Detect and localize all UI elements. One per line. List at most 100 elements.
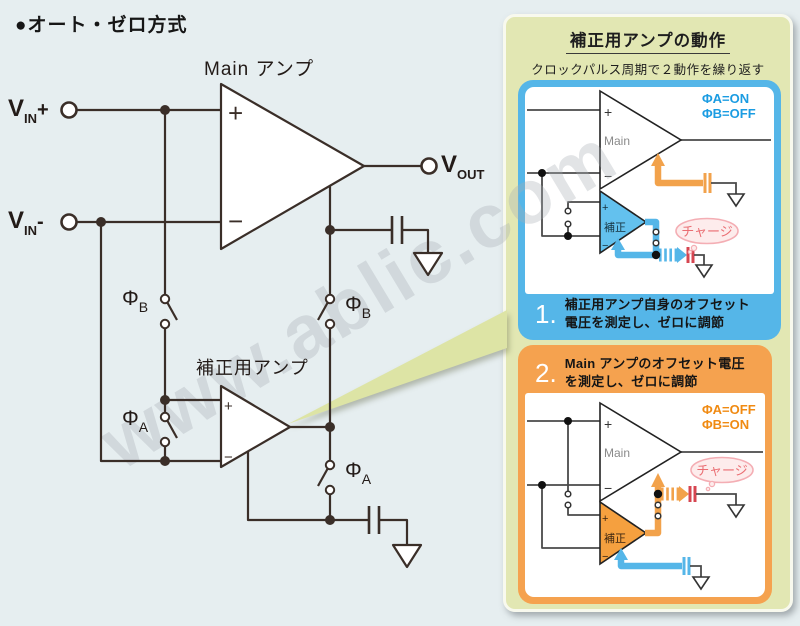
junction-vinp <box>160 105 170 115</box>
p1-orange-cap-ground-lead <box>711 182 737 194</box>
p1-corr-plus: + <box>602 202 608 214</box>
panel-title: 補正用アンプの動作 <box>565 27 731 54</box>
p1-blue-path <box>645 218 660 253</box>
p2-red-cap-ground-lead <box>696 493 737 505</box>
phi-a-right-label: ΦA <box>345 459 372 488</box>
p1-switch-a-bottom <box>564 220 572 228</box>
p2-corr-amp-triangle <box>599 500 648 566</box>
page-title: ●オート・ゼロ方式 <box>15 15 188 36</box>
p2-bubble-tail-1 <box>708 480 716 488</box>
p1-charge-label: チャージ <box>681 224 733 239</box>
p2-switch-fb-bottom <box>654 512 662 520</box>
phase2-caption: 2. Main アンプのオフセット電圧 を測定し、ゼロに調節 <box>525 352 765 393</box>
p2-orange-arrowhead-right <box>679 486 689 502</box>
phase1-circuit: チャージ + − Main + − 補正 ΦA=ON ΦB=OFF <box>527 89 771 279</box>
switch-phib-right-contact-bottom <box>324 318 336 330</box>
p2-wire-corr-plus <box>567 508 600 516</box>
phase2-diagram: チャージ + − Main + − 補正 ΦA=OFF ΦB=ON <box>525 393 765 597</box>
ground-symbol-1 <box>412 251 444 277</box>
main-amp-plus-mark: + <box>228 98 243 128</box>
main-amp-label: Main アンプ <box>204 59 315 80</box>
p1-corr-name: 補正 <box>604 221 626 234</box>
terminal-vin-plus <box>60 101 78 119</box>
p1-main-amp-triangle <box>599 89 683 191</box>
p2-junction-cap <box>653 489 663 499</box>
p1-blue-arrowhead-right <box>677 247 687 263</box>
main-circuit: + − + − <box>60 82 444 569</box>
p1-corr-minus: − <box>602 240 608 252</box>
switch-phib-left-contact-bottom <box>159 318 171 330</box>
junction-corr-out <box>325 422 335 432</box>
p1-switch-fb-top <box>652 228 660 236</box>
junction-corr-plus <box>160 395 170 405</box>
corr-amp-label: 補正用アンプ <box>196 358 309 378</box>
p1-orange-path <box>654 164 703 187</box>
phase1-panel: チャージ + − Main + − 補正 ΦA=ON ΦB=OFF 1. 補正用… <box>518 80 781 340</box>
phi-b-right-label: ΦB <box>345 293 372 322</box>
p1-switch-a-top <box>564 207 572 215</box>
vin-plus-label: VIN+ <box>8 95 49 126</box>
switch-phib-left-blade <box>166 301 178 321</box>
p2-junction-vinp <box>564 417 572 425</box>
p1-blue-return <box>614 249 656 259</box>
main-amp-triangle <box>219 82 366 251</box>
panel-subtitle: クロックパルス周期で２動作を繰り返す <box>531 63 765 77</box>
p2-wire-minus-node <box>541 485 600 549</box>
p2-blue-arrowhead-up <box>614 548 628 560</box>
wire-cap1-ground-lead <box>402 228 430 253</box>
switch-phia-left-contact-top <box>159 411 171 423</box>
p1-wire-corr-plus <box>567 201 600 208</box>
corr-amp-plus-mark: + <box>224 398 233 415</box>
phase1-caption: 1. 補正用アンプ自身のオフセット 電圧を測定し、ゼロに調節 <box>525 294 774 333</box>
p1-wire-minus-node <box>541 173 600 237</box>
switch-phib-left-contact-top <box>159 293 171 305</box>
p1-blue-arrowhead-up <box>611 238 625 250</box>
phase2-number: 2. <box>535 357 557 388</box>
corr-amp-triangle <box>219 384 292 469</box>
wire-vinm-down <box>99 222 166 463</box>
p1-junction-cap <box>651 250 661 260</box>
p1-bubble-tail-2 <box>687 249 693 255</box>
p1-state-phia: ΦA=ON <box>702 91 749 106</box>
p1-main-minus: − <box>604 168 612 184</box>
switch-phia-left-blade <box>166 419 178 439</box>
p2-charge-bubble <box>690 456 754 484</box>
p2-state-phia: ΦA=OFF <box>702 402 756 417</box>
p1-bubble-tail-1 <box>690 244 698 252</box>
phase1-number: 1. <box>535 298 557 329</box>
phase2-caption-text: Main アンプのオフセット電圧 を測定し、ゼロに調節 <box>564 356 745 389</box>
p1-orange-arrowhead <box>651 153 665 166</box>
p2-switch-fb-top <box>654 501 662 509</box>
p1-red-cap-ground-lead <box>694 254 705 265</box>
vout-label: VOUT <box>441 151 485 182</box>
p1-junction-vinm <box>538 169 546 177</box>
switch-phia-left-contact-bottom <box>159 436 171 448</box>
phase1-caption-text: 補正用アンプ自身のオフセット 電圧を測定し、ゼロに調節 <box>564 297 750 330</box>
wire-corr-minus-feedback <box>246 452 330 522</box>
p2-charge-label: チャージ <box>696 463 748 478</box>
p2-state-phib: ΦB=ON <box>702 417 749 432</box>
junction-cap2 <box>325 515 335 525</box>
phi-a-left-label: ΦA <box>122 407 149 436</box>
phase2-circuit: チャージ + − Main + − 補正 ΦA=OFF ΦB=ON <box>527 401 763 591</box>
phase1-diagram: チャージ + − Main + − 補正 ΦA=ON ΦB=OFF <box>525 87 774 294</box>
junction-vinm <box>96 217 106 227</box>
p2-blue-path <box>617 559 682 570</box>
p1-charge-bubble <box>675 217 739 245</box>
phase2-panel: 2. Main アンプのオフセット電圧 を測定し、ゼロに調節 <box>518 345 772 604</box>
p1-corr-amp-triangle <box>599 189 648 255</box>
switch-phia-right-contact-bottom <box>324 484 336 496</box>
switch-phib-right-contact-top <box>324 293 336 305</box>
corr-amp-minus-mark: − <box>224 449 233 466</box>
p2-main-name: Main <box>604 446 630 460</box>
ground-symbol-2 <box>391 543 423 569</box>
p2-main-minus: − <box>604 480 612 496</box>
p2-switch-b-bottom <box>564 501 572 509</box>
p1-ground-1 <box>726 193 746 208</box>
terminal-vout <box>420 157 438 175</box>
p2-orange-path <box>645 497 662 537</box>
p2-ground-1 <box>726 504 746 519</box>
phi-b-left-label: ΦB <box>122 287 149 316</box>
p2-switch-b-top <box>564 490 572 498</box>
junction-cap1 <box>325 225 335 235</box>
